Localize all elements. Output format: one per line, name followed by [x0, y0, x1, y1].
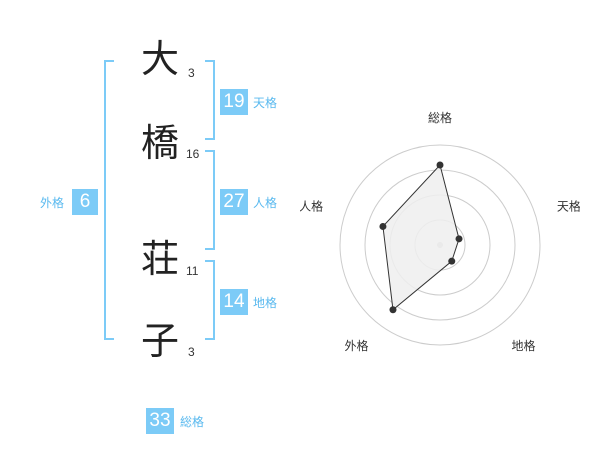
- radar-ring-4: [339, 144, 541, 346]
- radar-axis-label-3: 地格: [511, 338, 535, 353]
- radar-point-2: [455, 235, 463, 243]
- gaikaku-bracket: [104, 60, 114, 340]
- radar-point-5: [379, 222, 387, 230]
- gaikaku-value: 6: [72, 189, 98, 215]
- tenkaku-bracket: [205, 60, 215, 140]
- name-char-4: 子: [141, 319, 180, 363]
- soukaku-value: 33: [146, 408, 174, 434]
- radar-axis-label-5: 人格: [300, 198, 323, 213]
- chikaku-value: 14: [220, 289, 248, 315]
- name-char-1: 大: [141, 37, 180, 81]
- name-char-3: 荘: [141, 237, 180, 281]
- jinkaku-value: 27: [220, 189, 248, 215]
- radar-axis-label-4: 外格: [345, 338, 369, 353]
- stroke-count-2: 16: [186, 147, 200, 161]
- jinkaku-bracket: [205, 150, 215, 250]
- name-char-2: 橋: [141, 121, 180, 165]
- chikaku-label: 地格: [253, 296, 278, 310]
- radar-point-4: [389, 306, 397, 314]
- radar-point-3: [448, 257, 456, 265]
- stroke-count-1: 3: [188, 66, 195, 80]
- soukaku-label: 総格: [180, 415, 205, 429]
- tenkaku-label: 天格: [253, 96, 278, 110]
- gaikaku-label: 外格: [40, 196, 65, 210]
- radar-point-1: [436, 161, 444, 169]
- chikaku-bracket: [205, 260, 215, 340]
- stroke-count-4: 3: [188, 345, 195, 359]
- radar-axis-label-2: 天格: [557, 198, 580, 213]
- radar-series-area: [382, 163, 460, 311]
- jinkaku-label: 人格: [253, 196, 278, 210]
- tenkaku-value: 19: [220, 89, 248, 115]
- radar-axis-label-1: 総格: [428, 110, 452, 125]
- stroke-count-3: 11: [186, 264, 199, 278]
